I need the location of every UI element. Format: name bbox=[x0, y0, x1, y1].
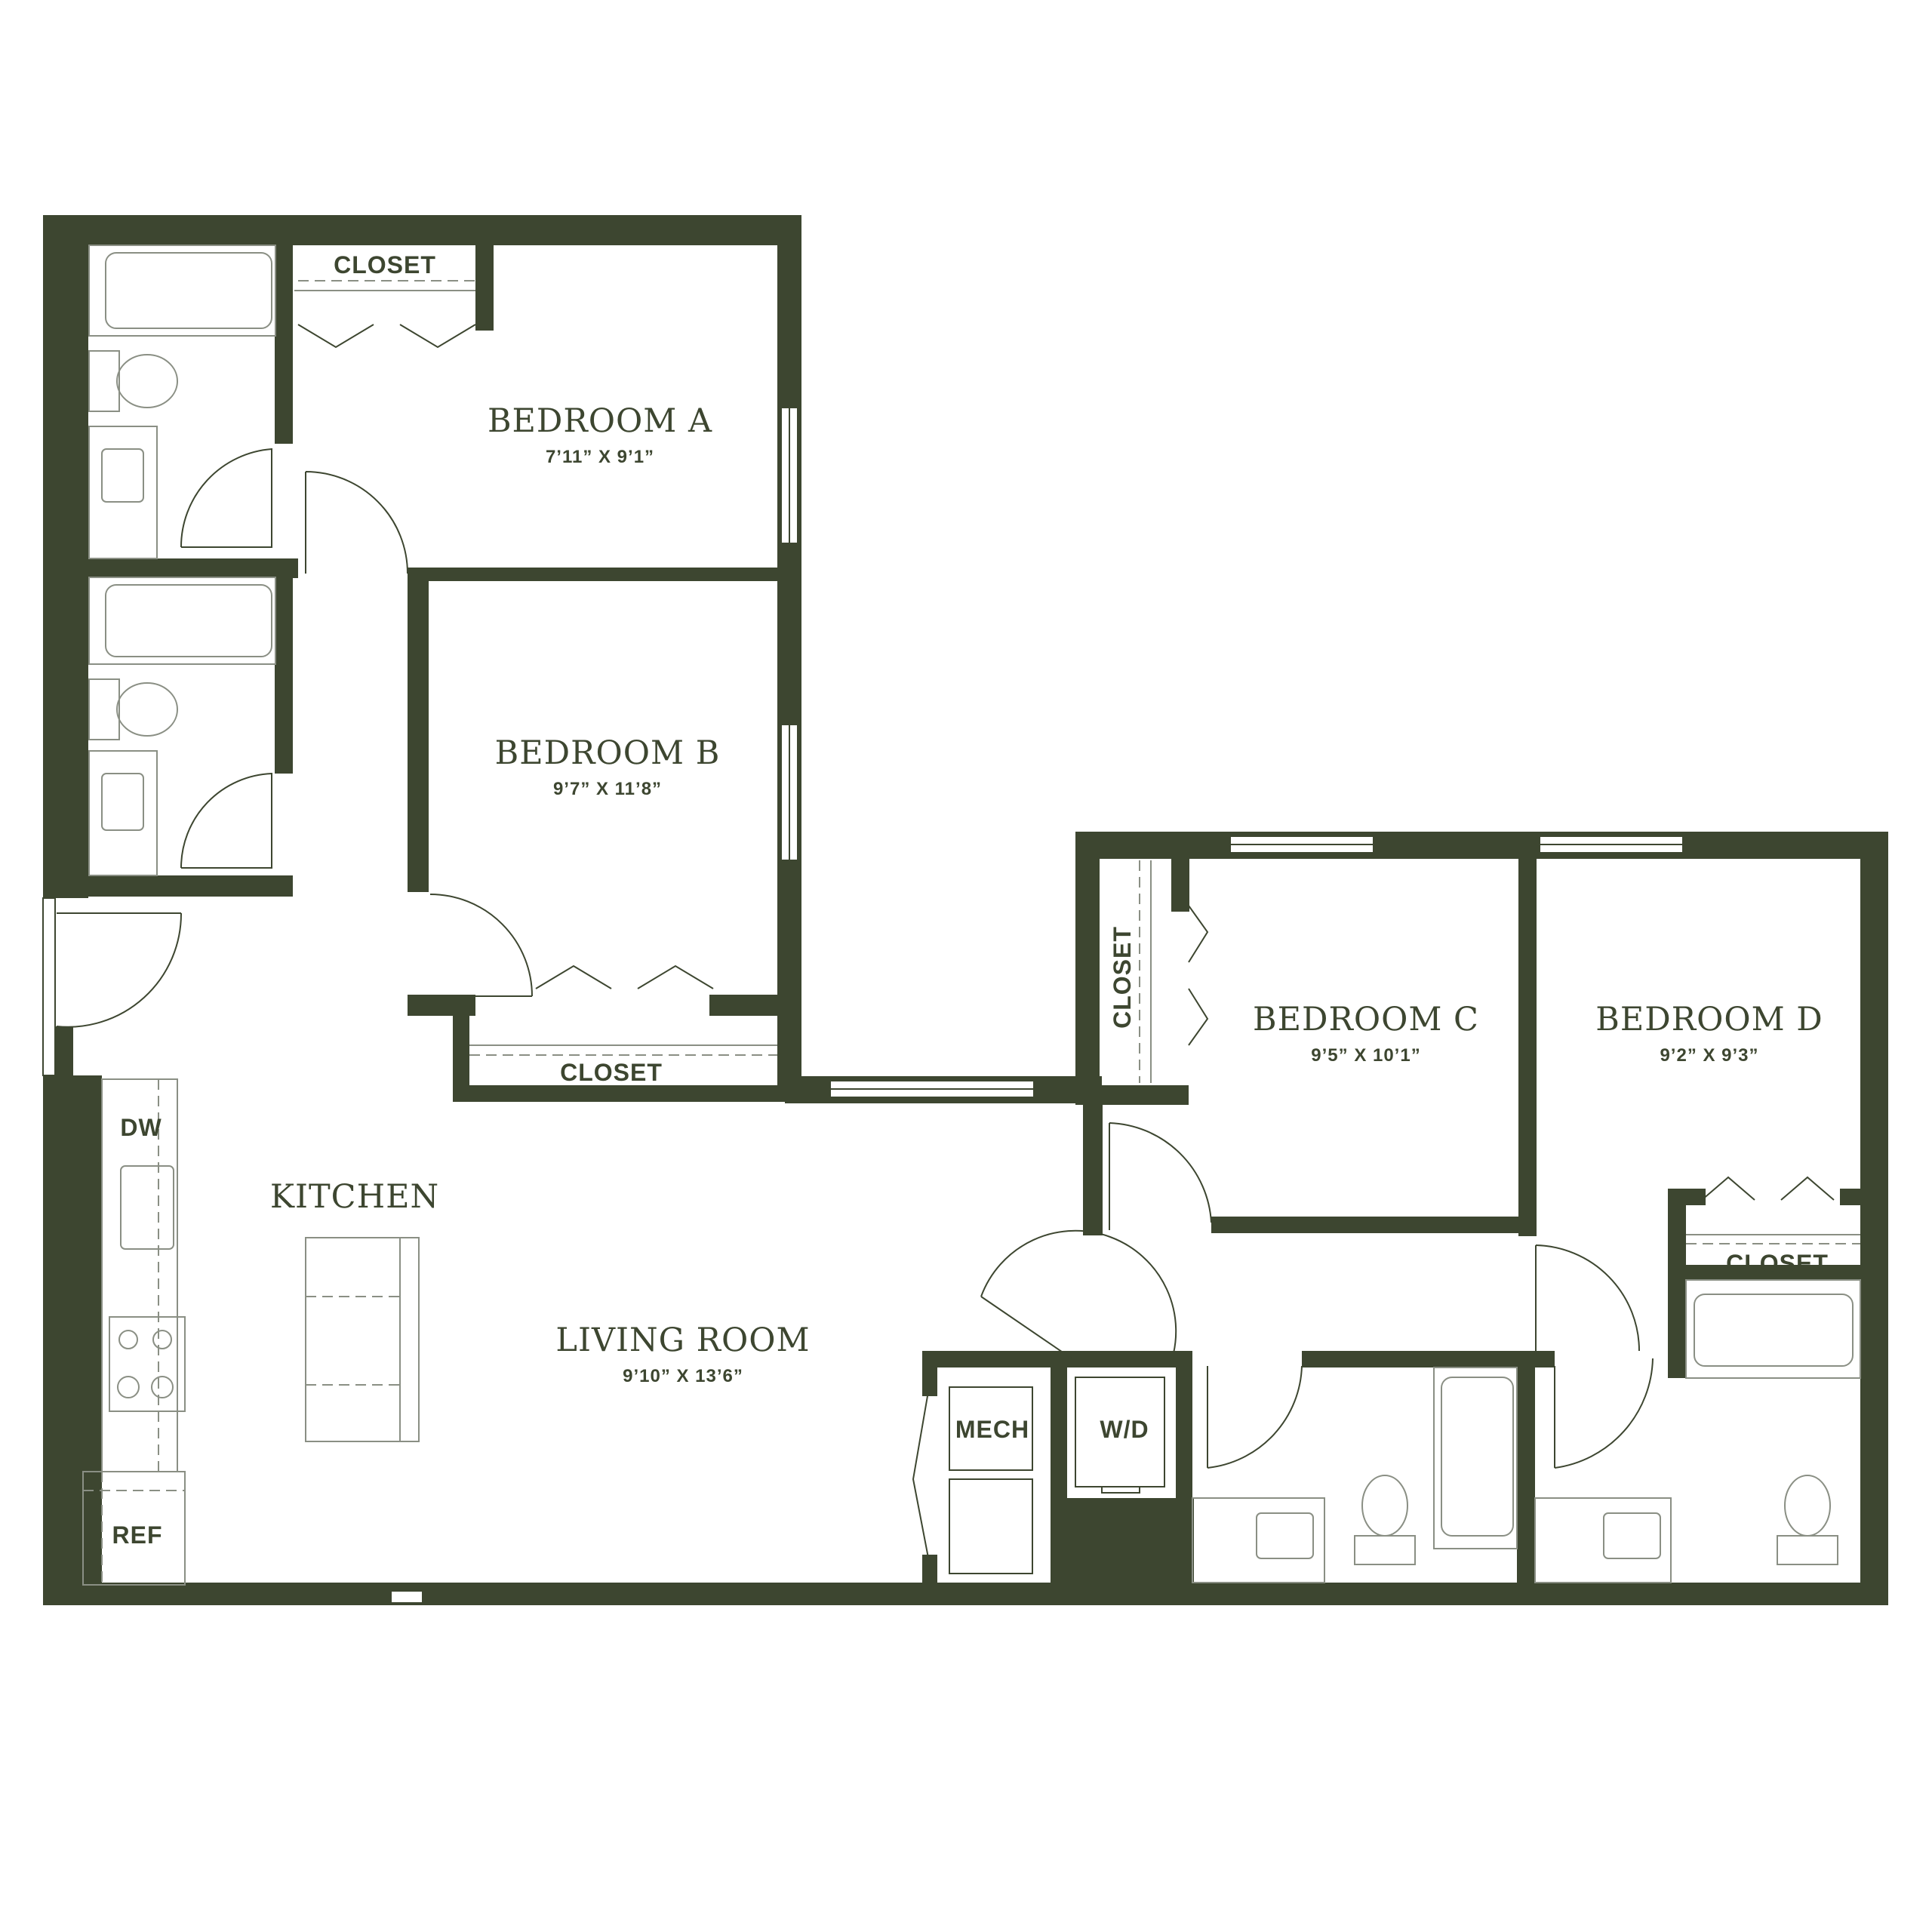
wall-cd-divider bbox=[1518, 859, 1537, 1236]
wall-ab-divider bbox=[408, 568, 785, 581]
closet-a-label: CLOSET bbox=[334, 251, 436, 278]
closet-d-label: CLOSET bbox=[1726, 1250, 1829, 1277]
bedroom-b-name: BEDROOM B bbox=[495, 734, 721, 772]
stove-burner-1 bbox=[118, 1330, 138, 1349]
wall-closet-b-bottom bbox=[453, 1085, 785, 1102]
wall-left-upper bbox=[43, 215, 88, 898]
bedroom-d-dims: 9’2” X 9’3” bbox=[1660, 1045, 1758, 1066]
bifold-closet-c bbox=[1188, 905, 1209, 1046]
vent-bottom bbox=[390, 1590, 423, 1604]
door-bedroom-a bbox=[305, 471, 408, 574]
windows bbox=[42, 407, 1684, 1604]
bathtub-1 bbox=[105, 252, 272, 329]
toilet-c bbox=[1361, 1475, 1408, 1537]
mech-label: MECH bbox=[955, 1416, 1029, 1443]
wall-right-ab bbox=[777, 215, 801, 1102]
wall-closet-b-left bbox=[453, 995, 469, 1100]
door-bedroom-b bbox=[429, 894, 533, 997]
labels: BEDROOM A 7’11” X 9’1” BEDROOM B 9’7” X … bbox=[112, 251, 1829, 1549]
wall-bath2-right bbox=[275, 558, 293, 774]
stove bbox=[109, 1316, 186, 1412]
wall-bath-c-top bbox=[1302, 1351, 1530, 1367]
stove-burner-4 bbox=[151, 1376, 174, 1398]
wall-closet-d-right-stub bbox=[1840, 1189, 1863, 1205]
bifold-closet-d bbox=[1701, 1176, 1835, 1201]
toilet-1 bbox=[116, 354, 178, 408]
wall-closet-a-right bbox=[475, 240, 494, 331]
wall-b-bottom-right bbox=[709, 995, 777, 1016]
wall-bath2-bottom bbox=[87, 875, 293, 897]
bifold-closet-b bbox=[535, 964, 714, 989]
sink-c bbox=[1256, 1512, 1314, 1559]
wall-bath-d-left bbox=[1668, 1280, 1686, 1378]
living-room-dims: 9’10” X 13’6” bbox=[623, 1366, 743, 1386]
wall-right bbox=[1860, 832, 1888, 1605]
door-bedroom-d bbox=[1535, 1244, 1640, 1352]
wall-bath1-right bbox=[275, 240, 293, 444]
wall-bottom bbox=[43, 1583, 1888, 1605]
window-left-door bbox=[42, 897, 56, 1076]
kitchen-sink bbox=[120, 1165, 174, 1250]
ref-label: REF bbox=[112, 1521, 163, 1549]
walls bbox=[43, 215, 1888, 1605]
mech-lower-unit bbox=[949, 1478, 1033, 1574]
wall-hall-left bbox=[1083, 1103, 1103, 1235]
wall-c-left bbox=[1171, 859, 1189, 912]
kitchen-name: KITCHEN bbox=[270, 1178, 439, 1216]
bedroom-c-dims: 9’5” X 10’1” bbox=[1311, 1045, 1420, 1066]
wall-bath-d-top bbox=[1532, 1351, 1555, 1367]
wall-c-bottom bbox=[1211, 1217, 1528, 1233]
sink-2 bbox=[101, 773, 144, 831]
fixtures bbox=[82, 245, 1861, 1586]
bathtub-c bbox=[1441, 1377, 1514, 1537]
bathtub-d bbox=[1694, 1294, 1854, 1367]
kitchen-island bbox=[305, 1237, 420, 1442]
closet-c-label: CLOSET bbox=[1109, 926, 1136, 1029]
door-hall-closet bbox=[980, 1229, 1177, 1367]
wall-bath-cd-divider bbox=[1517, 1351, 1535, 1585]
stove-burner-2 bbox=[152, 1330, 172, 1349]
wd-label: W/D bbox=[1100, 1416, 1149, 1443]
wall-b-left bbox=[408, 568, 429, 892]
door-entry bbox=[56, 912, 183, 1028]
toilet-d bbox=[1784, 1475, 1831, 1537]
doors bbox=[56, 324, 1835, 1578]
wall-wd-block bbox=[1051, 1498, 1194, 1585]
wall-closet-d-top bbox=[1668, 1189, 1706, 1205]
bedroom-d-name: BEDROOM D bbox=[1595, 1001, 1823, 1038]
closet-b-label: CLOSET bbox=[560, 1059, 663, 1086]
door-bedroom-c bbox=[1109, 1122, 1212, 1230]
sink-d bbox=[1603, 1512, 1661, 1559]
wall-bath1-bottom bbox=[87, 558, 298, 578]
bifold-mech bbox=[912, 1369, 933, 1578]
bedroom-a-dims: 7’11” X 9’1” bbox=[546, 447, 654, 467]
wall-closet-c-bottom bbox=[1075, 1085, 1189, 1105]
bedroom-b-dims: 9’7” X 11’8” bbox=[553, 779, 662, 799]
wall-closet-d-bottom bbox=[1668, 1265, 1864, 1280]
door-bath-c bbox=[1207, 1365, 1303, 1469]
bifold-closet-a bbox=[297, 324, 476, 349]
dw-label: DW bbox=[120, 1114, 162, 1141]
door-bath-d bbox=[1554, 1358, 1654, 1469]
bedroom-a-name: BEDROOM A bbox=[488, 402, 712, 440]
bathtub-2 bbox=[105, 584, 272, 657]
wall-closet-c-left bbox=[1075, 832, 1100, 1088]
sink-1 bbox=[101, 448, 144, 503]
wall-top-left bbox=[43, 215, 800, 245]
door-bath2 bbox=[180, 772, 272, 869]
toilet-2 bbox=[116, 682, 178, 737]
bedroom-c-name: BEDROOM C bbox=[1253, 1001, 1479, 1038]
door-bath1 bbox=[180, 448, 272, 548]
wall-left-lower bbox=[43, 1075, 102, 1604]
wall-mech-left-lower bbox=[922, 1555, 937, 1585]
refrigerator bbox=[82, 1471, 186, 1586]
stove-burner-3 bbox=[117, 1376, 140, 1398]
mech-unit bbox=[949, 1386, 1033, 1471]
wall-top-right bbox=[1075, 832, 1888, 859]
living-room-name: LIVING ROOM bbox=[555, 1321, 810, 1359]
